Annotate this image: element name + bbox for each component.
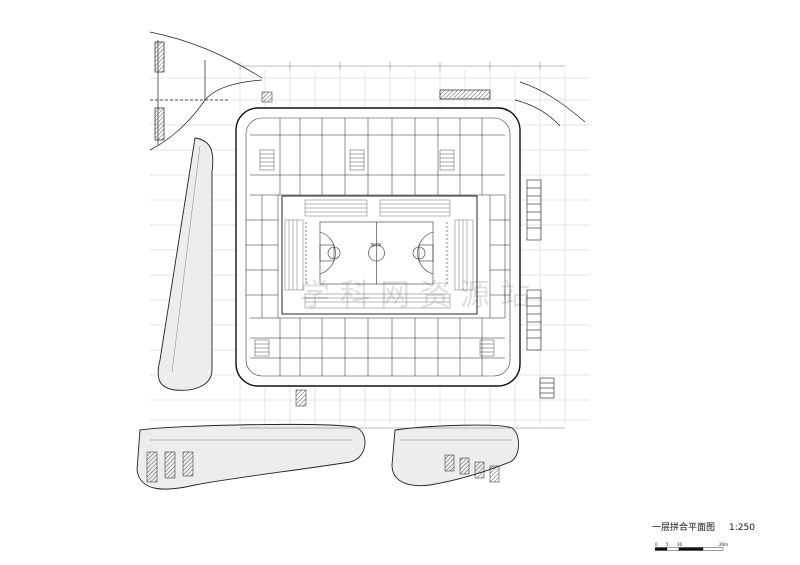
sheet-scale: 1:250 — [729, 523, 755, 533]
basketball-court — [305, 221, 448, 285]
watermark-text: 学科网资源站 — [300, 278, 540, 313]
southeast-podium — [391, 424, 519, 487]
west-podium-wing — [157, 137, 214, 391]
sheet-title: 一层拼合平面图 — [652, 523, 716, 533]
room-partitions — [246, 118, 510, 376]
stairwells — [254, 149, 495, 357]
scale-bar: 0 5 10 20m — [654, 537, 728, 556]
northeast-access-road — [439, 81, 586, 127]
north-vestibule — [261, 91, 273, 103]
arena — [281, 195, 478, 315]
northwest-entrance-canopy — [149, 31, 263, 151]
east-fire-stairs — [526, 179, 555, 399]
sheet-title-block: 一层拼合平面图 1:250 — [652, 520, 755, 533]
south-service-block — [295, 389, 307, 407]
dimension-lines — [239, 62, 565, 429]
scale-label-10: 10 — [677, 542, 683, 547]
scale-label-20m: 20m — [719, 542, 728, 547]
scale-label-5: 5 — [666, 542, 669, 547]
scale-label-0: 0 — [655, 542, 658, 547]
spectator-seating — [284, 199, 474, 309]
court-label: 篮球场 — [371, 242, 382, 247]
scale-bar-graphic — [654, 547, 724, 551]
southwest-podium — [136, 423, 366, 490]
